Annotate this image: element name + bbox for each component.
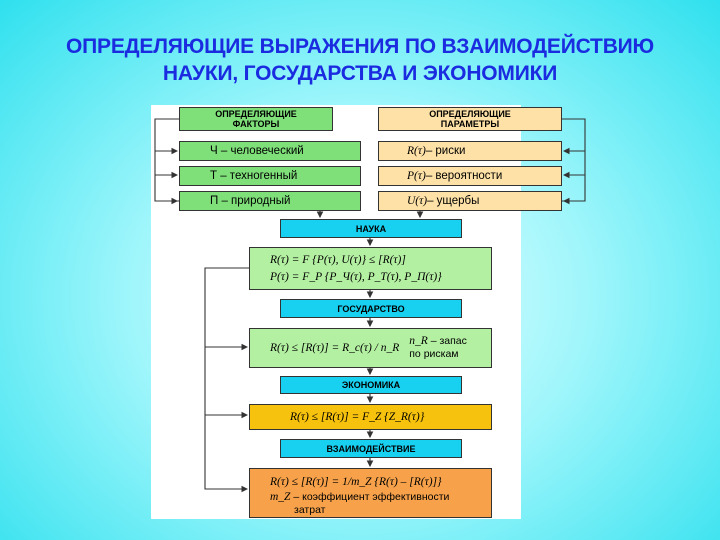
- state-note-text-1: – запас: [427, 335, 467, 347]
- factors-header: ОПРЕДЕЛЯЮЩИЕ ФАКТОРЫ: [179, 107, 333, 131]
- state-note-text-2: по рискам: [409, 348, 459, 360]
- interaction-formula: R(τ) ≤ [R(τ)] = 1/m_Z {R(τ) – [R(τ)]}: [270, 476, 442, 488]
- science-formula-box: R(τ) = F {P(τ), U(τ)} ≤ [R(τ)] P(τ) = F_…: [249, 247, 492, 290]
- probability-symbol: P(τ): [407, 170, 426, 182]
- interaction-header: ВЗАИМОДЕЙСТВИЕ: [280, 439, 462, 458]
- title-line-2: НАУКИ, ГОСУДАРСТВА И ЭКОНОМИКИ: [162, 62, 558, 85]
- interaction-formula-box: R(τ) ≤ [R(τ)] = 1/m_Z {R(τ) – [R(τ)]} m_…: [249, 468, 492, 518]
- factor-item-human: Ч – человеческий: [179, 141, 361, 161]
- state-note: n_R – запас по рискам: [409, 335, 467, 361]
- factors-bracket-line: [154, 118, 179, 202]
- science-formula-1: R(τ) = F {P(τ), U(τ)} ≤ [R(τ)]: [270, 253, 406, 266]
- damage-label: – ущербы: [427, 195, 480, 207]
- risk-label: – риски: [425, 145, 466, 157]
- economy-formula-box: R(τ) ≤ [R(τ)] = F_Z {Z_R(τ)}: [249, 404, 492, 430]
- damage-symbol: U(τ): [407, 195, 428, 207]
- feedback-line: [204, 267, 249, 493]
- parameter-item-probabilities: P(τ) – вероятности: [378, 166, 562, 186]
- parameters-header: ОПРЕДЕЛЯЮЩИЕ ПАРАМЕТРЫ: [378, 107, 562, 131]
- interaction-note-symbol: m_Z: [270, 491, 291, 503]
- parameters-header-line-2: ПАРАМЕТРЫ: [440, 119, 500, 129]
- science-formula-2: P(τ) = F_P {P_Ч(τ), P_Т(τ), P_П(τ)}: [270, 270, 442, 283]
- state-note-symbol: n_R: [409, 335, 428, 347]
- state-formula: R(τ) ≤ [R(τ)] = R_c(τ) / n_R: [270, 341, 400, 354]
- parameter-item-damages: U(τ) – ущербы: [378, 191, 562, 211]
- factors-header-line-1: ОПРЕДЕЛЯЮЩИЕ: [215, 109, 297, 119]
- page-title: ОПРЕДЕЛЯЮЩИЕ ВЫРАЖЕНИЯ ПО ВЗАИМОДЕЙСТВИЮ…: [0, 33, 720, 87]
- interaction-note-text-2: затрат: [294, 504, 326, 516]
- risk-symbol: R(τ): [407, 145, 426, 157]
- interaction-note-text-1: – коэффициент эффективности: [290, 491, 450, 503]
- state-header: ГОСУДАРСТВО: [280, 299, 462, 318]
- parameters-bracket-line: [562, 118, 586, 202]
- parameters-header-line-1: ОПРЕДЕЛЯЮЩИЕ: [429, 109, 511, 119]
- factors-header-line-2: ФАКТОРЫ: [232, 119, 280, 129]
- factor-item-technogenic: Т – техногенный: [179, 166, 361, 186]
- parameter-item-risks: R(τ) – риски: [378, 141, 562, 161]
- probability-label: – вероятности: [425, 170, 503, 182]
- interaction-note: m_Z – коэффициент эффективности: [270, 491, 449, 504]
- economy-formula: R(τ) ≤ [R(τ)] = F_Z {Z_R(τ)}: [290, 410, 425, 423]
- title-line-1: ОПРЕДЕЛЯЮЩИЕ ВЫРАЖЕНИЯ ПО ВЗАИМОДЕЙСТВИЮ: [65, 35, 655, 58]
- state-formula-box: R(τ) ≤ [R(τ)] = R_c(τ) / n_R n_R – запас…: [249, 328, 492, 368]
- economy-header: ЭКОНОМИКА: [280, 376, 462, 394]
- factor-item-natural: П – природный: [179, 191, 361, 211]
- arrow-params-to-science: [416, 209, 468, 219]
- science-header: НАУКА: [280, 219, 462, 238]
